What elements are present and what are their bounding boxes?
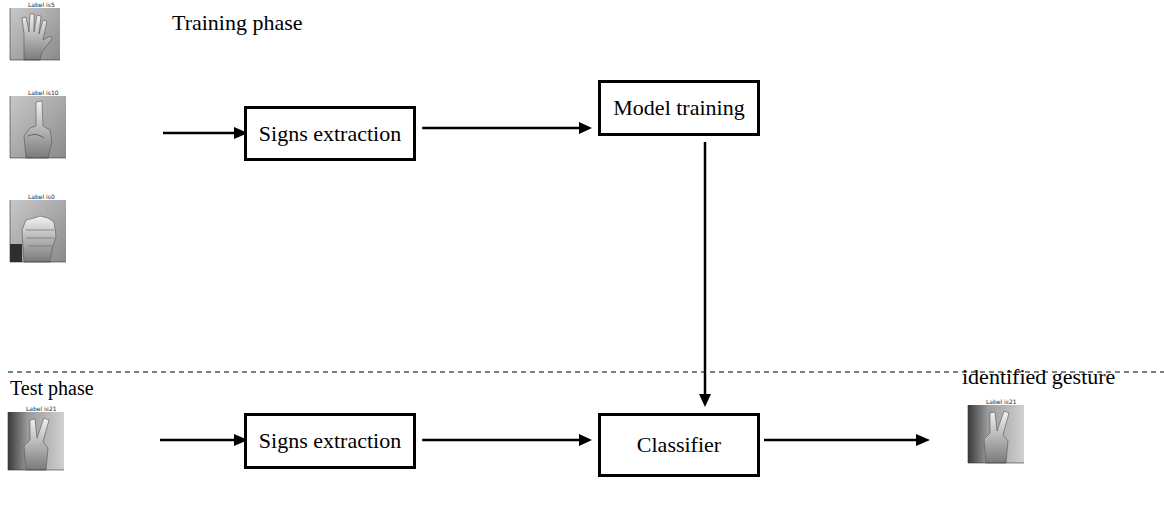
image-title: Label is10	[28, 89, 59, 96]
box-label: Classifier	[627, 432, 731, 458]
phase-label: Training phase	[172, 10, 303, 36]
process-box: Classifier	[598, 413, 760, 477]
image-title: Label is21	[986, 398, 1017, 405]
box-label: Model training	[603, 95, 754, 121]
image-title: Label is5	[28, 1, 55, 8]
hand-image	[10, 8, 60, 60]
hand-image	[10, 96, 66, 158]
box-label: Signs extraction	[249, 428, 411, 454]
process-box: Signs extraction	[244, 413, 416, 469]
flow-arrow	[699, 142, 711, 407]
image-title: Label is21	[26, 405, 57, 412]
hand-image	[10, 200, 66, 262]
hand-image	[8, 412, 64, 470]
image-title: Label is0	[28, 193, 55, 200]
process-box: Model training	[598, 80, 760, 136]
hand-image	[968, 405, 1024, 463]
phase-label: identified gesture	[962, 364, 1115, 390]
phase-label: Test phase	[10, 377, 94, 400]
image-arrow	[160, 127, 930, 446]
flow-arrow	[422, 434, 592, 446]
process-box: Signs extraction	[244, 106, 416, 161]
flow-arrow	[422, 122, 592, 134]
box-label: Signs extraction	[249, 121, 411, 147]
